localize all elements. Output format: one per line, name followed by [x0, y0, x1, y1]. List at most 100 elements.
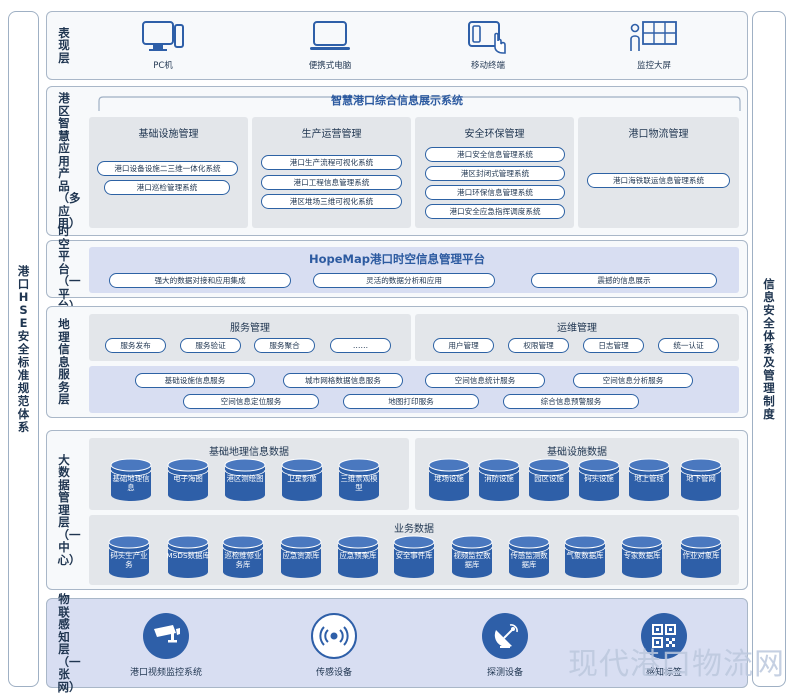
database-label: 园区设施	[534, 474, 564, 483]
presentation-layer: 表现层 PC机 便携式电脑 移动终端 监控大屏	[46, 11, 748, 80]
service-mgmt-pill[interactable]: 服务发布	[105, 338, 166, 353]
ops-management-group: 运维管理	[415, 314, 739, 361]
sensor-signal: 传感设备	[274, 613, 394, 678]
ops-mgmt-pill[interactable]: 统一认证	[658, 338, 719, 353]
app-system-pill[interactable]: 港口环保信息管理系统	[425, 185, 565, 200]
right-security-column: 信息安全体系及管理制度	[752, 11, 786, 687]
database-label: 作业对象库	[682, 551, 720, 560]
system-title: 智慧港口综合信息展示系统	[331, 94, 463, 107]
app-system-pill[interactable]: 港口安全信息管理系统	[425, 147, 565, 162]
database-cylinder-icon[interactable]: 专家数据库	[620, 535, 664, 579]
device-pc: PC机	[118, 19, 208, 71]
app-system-pill[interactable]: 港口巡检管理系统	[104, 180, 230, 195]
database-cylinder-icon[interactable]: 应急预案库	[336, 535, 380, 579]
database-label: 地上管线	[634, 474, 664, 483]
database-cylinder-icon[interactable]: 应急资源库	[279, 535, 323, 579]
video-wall-icon	[630, 21, 677, 51]
group-title: 安全环保管理	[464, 129, 525, 140]
database-label: 气象数据库	[566, 551, 604, 560]
device-mobile: 移动终端	[443, 19, 533, 71]
database-label: 传感监测数据库	[510, 551, 548, 569]
database-cylinder-icon[interactable]: 电子海图	[166, 458, 210, 502]
database-cylinder-icon[interactable]: 港区测绘图	[223, 458, 267, 502]
database-cylinder-icon[interactable]: 安全事件库	[392, 535, 436, 579]
database-label: 三维景观模型	[340, 474, 378, 492]
gis-layer-name: 地理信息服务层	[58, 317, 70, 407]
ops-mgmt-pill[interactable]: 日志管理	[583, 338, 644, 353]
database-label: 巡检维修业务库	[224, 551, 262, 569]
mobile-tablet-icon	[468, 21, 506, 54]
layer-label: 港区智慧应用产品（多应用）	[47, 87, 81, 235]
service-management-group: 服务管理	[89, 314, 411, 361]
database-cylinder-icon[interactable]: MSDS数据库	[166, 535, 210, 579]
gis-service-pill[interactable]: 空间信息分析服务	[573, 373, 693, 388]
signal-sensor-icon	[311, 613, 357, 659]
iot-layer-name: 物联感知层（一张网）	[57, 592, 81, 694]
platform-feature-pill[interactable]: 强大的数据对接和应用集成	[109, 273, 291, 288]
gis-service-layer: 地理信息服务层 服务管理 运维管理 服务发布 服务验证 服务聚合 …… 用户管理…	[46, 306, 748, 418]
app-system-pill[interactable]: 港区封闭式管理系统	[425, 166, 565, 181]
database-label: 码头生产业务	[110, 551, 148, 569]
app-system-pill[interactable]: 港口工程信息管理系统	[261, 175, 402, 190]
gis-service-pill[interactable]: 综合信息预警服务	[503, 394, 639, 409]
database-cylinder-icon[interactable]: 视频监控数据库	[450, 535, 494, 579]
cctv-camera-icon	[143, 613, 189, 659]
database-cylinder-icon[interactable]: 三维景观模型	[337, 458, 381, 502]
ops-mgmt-pill[interactable]: 权限管理	[508, 338, 569, 353]
group-title: 基础地理信息数据	[209, 447, 289, 458]
platform-title: HopeMap港口时空信息管理平台	[309, 252, 485, 266]
database-label: 应急预案库	[339, 551, 377, 560]
service-mgmt-pill[interactable]: 服务聚合	[254, 338, 315, 353]
database-cylinder-icon[interactable]: 码头生产业务	[107, 535, 151, 579]
database-cylinder-icon[interactable]: 传感监测数据库	[507, 535, 551, 579]
gis-service-pill[interactable]: 空间信息统计服务	[425, 373, 545, 388]
database-label: 码头设施	[584, 474, 614, 483]
database-cylinder-icon[interactable]: 园区设施	[527, 458, 571, 502]
database-cylinder-icon[interactable]: 作业对象库	[679, 535, 723, 579]
app-system-pill[interactable]: 港口生产流程可视化系统	[261, 155, 402, 170]
app-group-operations: 生产运营管理	[252, 117, 411, 228]
layer-label: 时空平台（一平台）	[47, 225, 81, 312]
radar-dish-icon	[482, 613, 528, 659]
app-system-pill[interactable]: 港口海铁联运信息管理系统	[587, 173, 730, 188]
database-cylinder-icon[interactable]: 消防设施	[477, 458, 521, 502]
database-cylinder-icon[interactable]: 地下管网	[679, 458, 723, 502]
database-cylinder-icon[interactable]: 码头设施	[577, 458, 621, 502]
service-mgmt-pill[interactable]: 服务验证	[180, 338, 241, 353]
database-cylinder-icon[interactable]: 卫星影像	[280, 458, 324, 502]
database-cylinder-icon[interactable]: 地上管线	[627, 458, 671, 502]
layer-label: 物联感知层（一张网）	[47, 593, 81, 693]
device-label: 监控大屏	[636, 61, 671, 71]
database-cylinder-icon[interactable]: 基础地理信息	[109, 458, 153, 502]
platform-feature-pill[interactable]: 灵活的数据分析和应用	[313, 273, 495, 288]
layer-label: 大数据管理层（一中心）	[47, 431, 81, 589]
ops-mgmt-pill[interactable]: 用户管理	[433, 338, 494, 353]
app-system-pill[interactable]: 港区堆场三维可视化系统	[261, 194, 402, 209]
app-system-pill[interactable]: 港口设备设施二三维一体化系统	[97, 161, 238, 176]
database-label: 视频监控数据库	[453, 551, 491, 569]
database-label: 地下管网	[686, 474, 716, 483]
gis-service-pill[interactable]: 城市网格数据信息服务	[283, 373, 403, 388]
group-title: 服务管理	[230, 323, 270, 334]
gis-service-pill[interactable]: 空间信息定位服务	[183, 394, 319, 409]
application-layer: 港区智慧应用产品（多应用） 智慧港口综合信息展示系统 基础设施管理 生产运营管理…	[46, 86, 748, 236]
app-system-pill[interactable]: 港口安全应急指挥调度系统	[425, 204, 565, 219]
sensor-cctv: 港口视频监控系统	[106, 613, 226, 678]
database-label: 堆场设施	[434, 474, 464, 483]
database-cylinder-icon[interactable]: 巡检维修业务库	[221, 535, 265, 579]
gis-service-pill[interactable]: 地图打印服务	[343, 394, 479, 409]
group-title: 运维管理	[557, 323, 597, 334]
left-standards-label: 港口HSE安全标准规范体系	[17, 263, 30, 434]
sensor-label: 探测设备	[486, 668, 523, 678]
group-title: 业务数据	[394, 524, 434, 535]
data-layer-name: 大数据管理层（一中心）	[57, 452, 81, 567]
sensor-label: 感知标签	[645, 668, 682, 678]
database-cylinder-icon[interactable]: 气象数据库	[563, 535, 607, 579]
database-label: 安全事件库	[395, 551, 433, 560]
sensor-label: 传感设备	[315, 668, 352, 678]
gis-service-pill[interactable]: 基础设施信息服务	[135, 373, 255, 388]
database-label: 港区测绘图	[226, 474, 264, 483]
platform-feature-pill[interactable]: 震撼的信息展示	[531, 273, 717, 288]
service-mgmt-pill[interactable]: ……	[330, 338, 391, 353]
database-cylinder-icon[interactable]: 堆场设施	[427, 458, 471, 502]
